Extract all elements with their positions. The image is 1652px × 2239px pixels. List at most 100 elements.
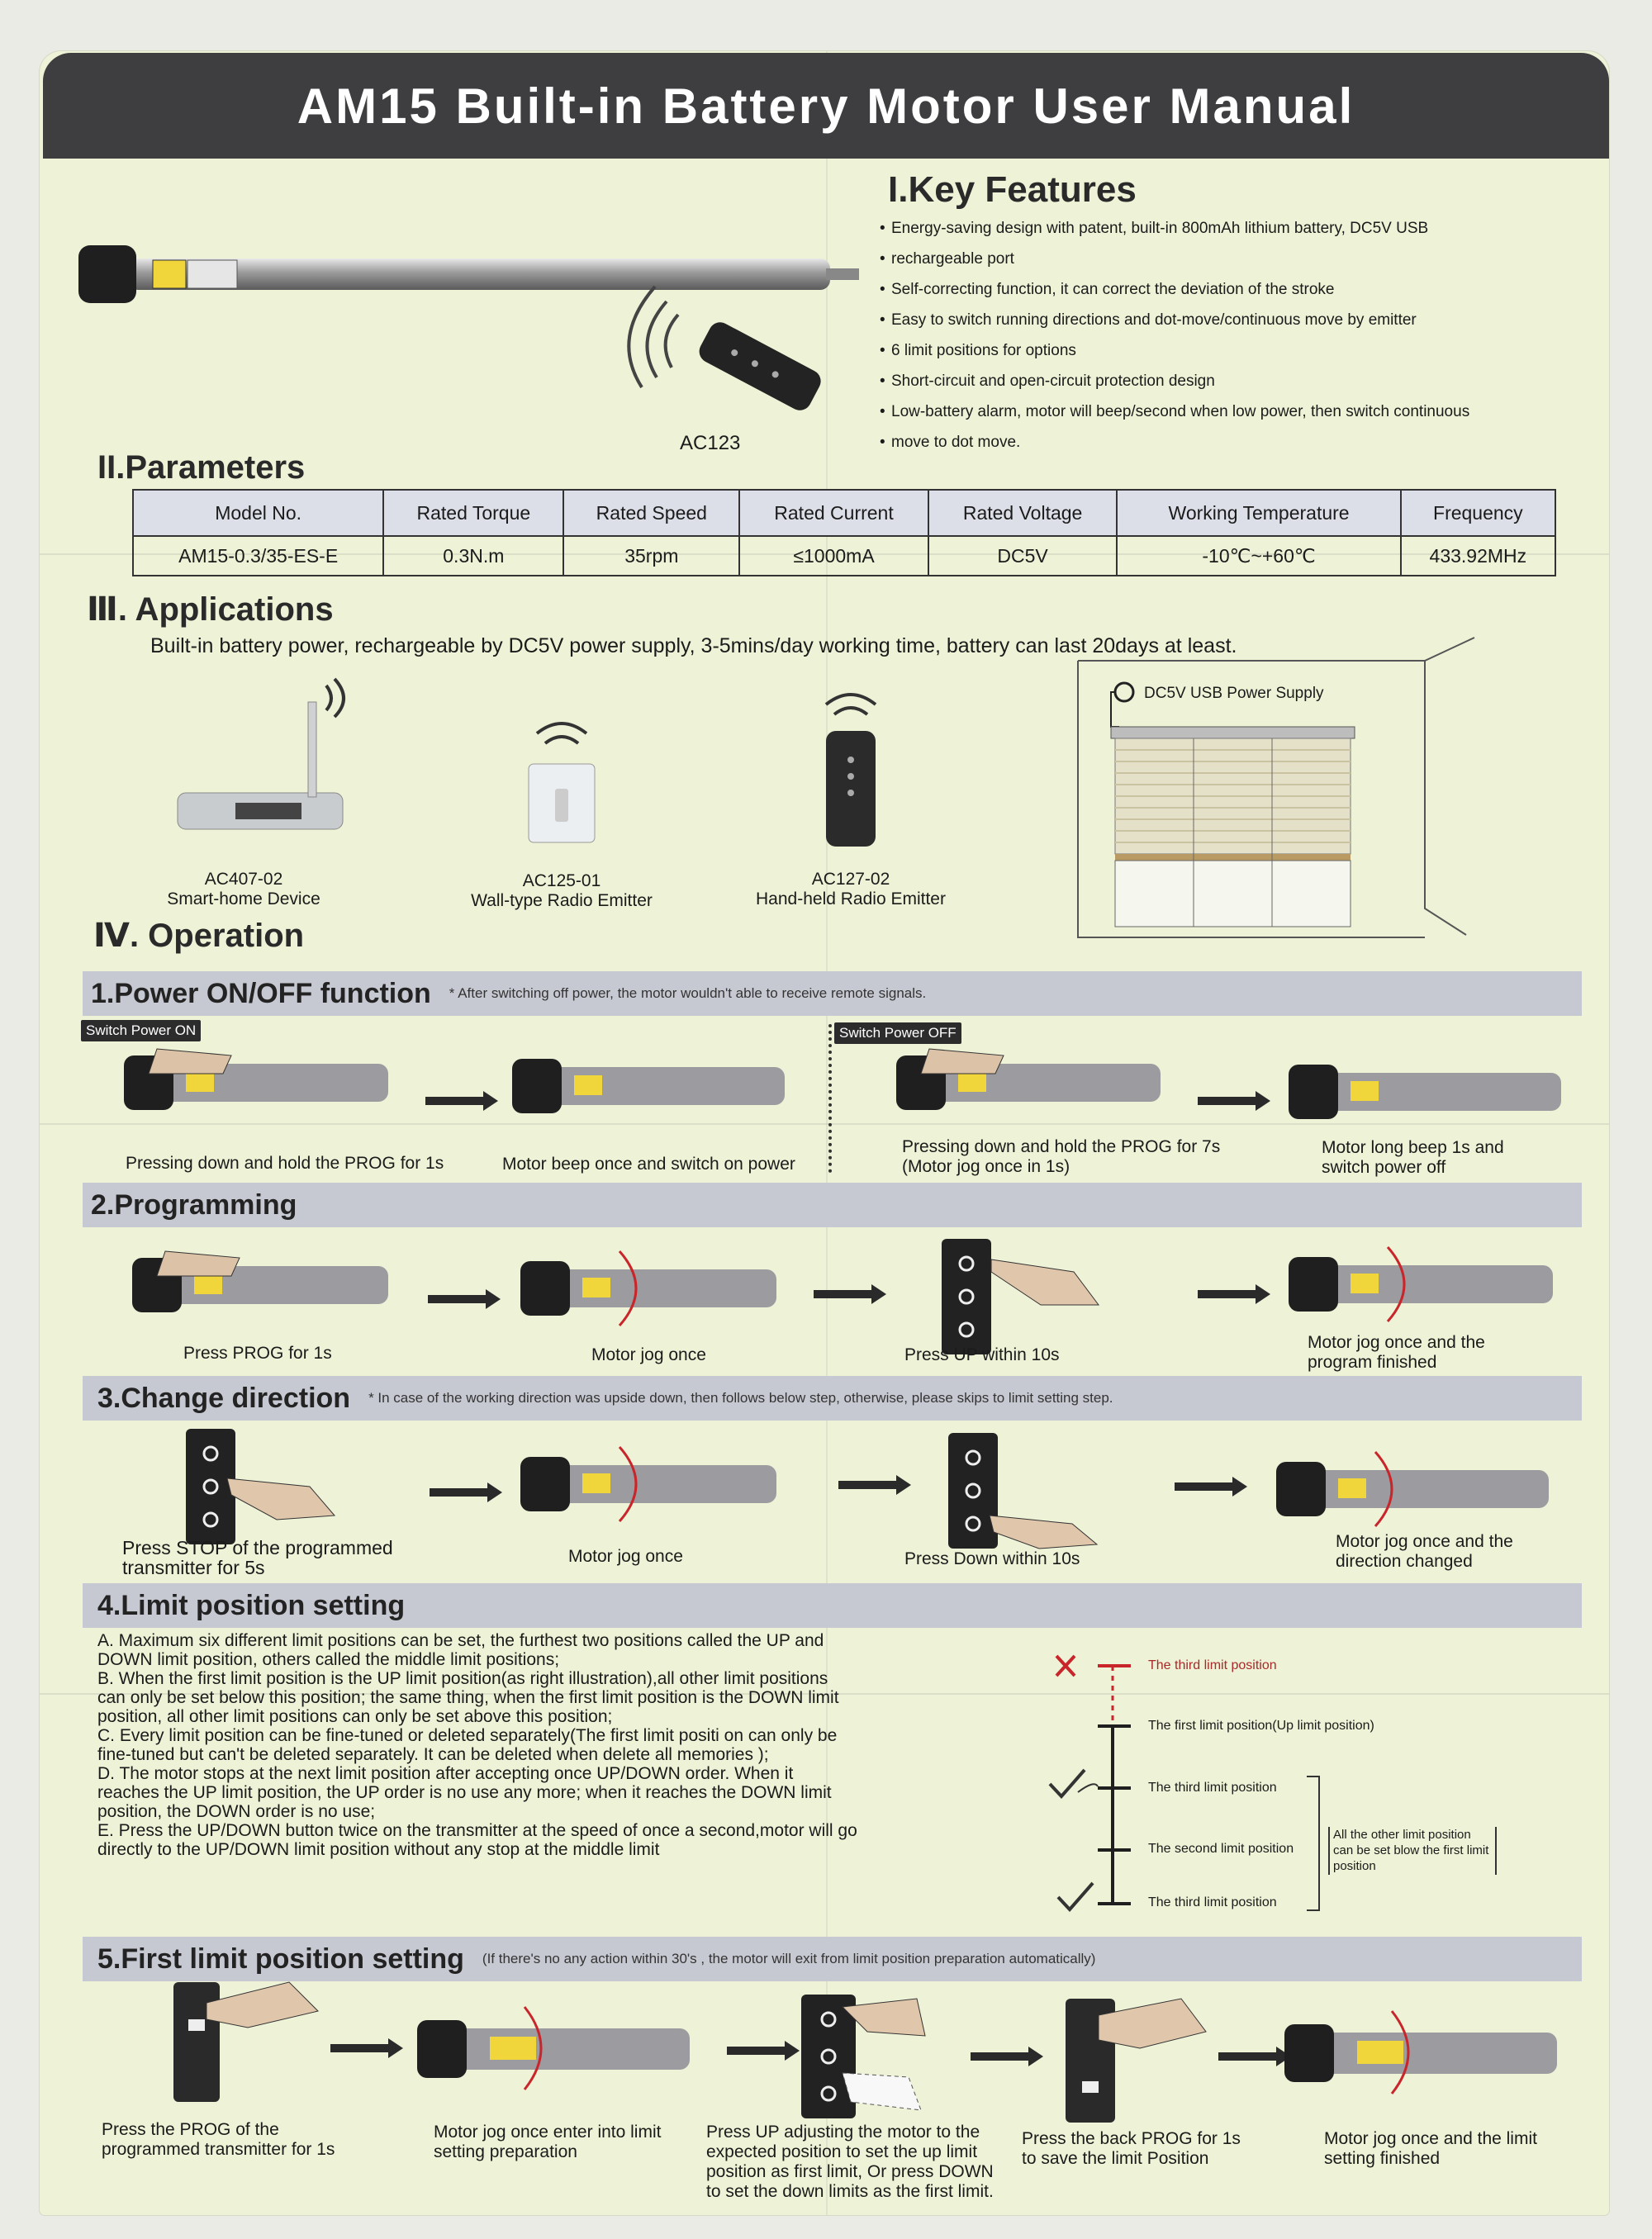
table-cell: 433.92MHz bbox=[1399, 535, 1557, 576]
feature-item: move to dot move. bbox=[880, 427, 1507, 458]
limit-label: The third limit position bbox=[1148, 1781, 1277, 1795]
step-arrow bbox=[838, 1475, 911, 1495]
power-supply-label: DC5V USB Power Supply bbox=[1144, 685, 1324, 702]
section-bar-first-limit: 5.First limit position setting (If there… bbox=[83, 1937, 1582, 1981]
step-arrow bbox=[430, 1482, 502, 1502]
step-caption: Motor jog once and the limit setting fin… bbox=[1324, 2129, 1537, 2168]
section-title: 1.Power ON/OFF function bbox=[91, 977, 431, 1009]
limit-rule: D. The motor stops at the next limit pos… bbox=[97, 1764, 832, 1821]
step-arrow bbox=[1198, 1284, 1270, 1304]
motor-jog-illustration bbox=[520, 1446, 776, 1522]
step-caption: Press Down within 10s bbox=[904, 1549, 1080, 1568]
table-cell: 35rpm bbox=[563, 535, 741, 576]
section-title: 2.Programming bbox=[91, 1188, 297, 1221]
section-bar-limit: 4.Limit position setting bbox=[83, 1583, 1582, 1628]
transmitter-up-illustration bbox=[942, 1239, 1099, 1354]
fold-line bbox=[40, 1123, 1609, 1125]
key-features-heading: I.Key Features bbox=[888, 169, 1137, 210]
section-note: * After switching off power, the motor w… bbox=[449, 985, 927, 1001]
section-title: 3.Change direction bbox=[97, 1382, 351, 1414]
window-blind-illustration bbox=[1077, 637, 1475, 938]
table-header: Rated Voltage bbox=[927, 489, 1118, 537]
limit-label: The second limit position bbox=[1148, 1842, 1294, 1856]
step-arrow bbox=[1218, 2047, 1291, 2066]
motor-press-illustration bbox=[124, 1048, 388, 1110]
device-caption: AC407-02 Smart-home Device bbox=[140, 870, 347, 909]
step-caption: Motor jog once bbox=[568, 1547, 683, 1566]
transmitter-down-illustration bbox=[948, 1433, 1099, 1549]
applications-description: Built-in battery power, rechargeable by … bbox=[150, 634, 1237, 657]
device-caption: AC125-01 Wall-type Radio Emitter bbox=[450, 871, 673, 911]
step-arrow bbox=[330, 2038, 403, 2058]
feature-item: 6 limit positions for options bbox=[880, 335, 1507, 366]
motor-press-illustration bbox=[132, 1250, 388, 1312]
step-arrow bbox=[971, 2047, 1043, 2066]
feature-item: Short-circuit and open-circuit protectio… bbox=[880, 366, 1507, 396]
step-arrow bbox=[425, 1091, 498, 1111]
motor-illustration bbox=[512, 1059, 785, 1113]
operation-heading: Ⅳ. Operation bbox=[93, 918, 305, 954]
step-arrow bbox=[814, 1284, 886, 1304]
step-arrow bbox=[1198, 1091, 1270, 1111]
key-features-list: Energy-saving design with patent, built-… bbox=[880, 213, 1507, 458]
transmitter-stop-illustration bbox=[186, 1429, 336, 1544]
section-bar-programming: 2.Programming bbox=[83, 1183, 1582, 1227]
step-arrow bbox=[727, 2041, 800, 2061]
motor-jog-illustration bbox=[520, 1250, 776, 1326]
step-caption: Motor jog once enter into limit setting … bbox=[434, 2123, 662, 2161]
step-caption: Press PROG for 1s bbox=[183, 1344, 332, 1363]
step-caption: Pressing down and hold the PROG for 7s (… bbox=[902, 1137, 1221, 1176]
step-caption: Motor jog once and the direction changed bbox=[1336, 1532, 1513, 1571]
motor-press-illustration bbox=[896, 1048, 1161, 1110]
feature-item: rechargeable port bbox=[880, 244, 1507, 274]
step-caption: Press the back PROG for 1s to save the l… bbox=[1022, 2129, 1241, 2168]
step-caption: Motor jog once and the program finished bbox=[1308, 1333, 1485, 1372]
step-caption: Motor jog once bbox=[591, 1345, 706, 1364]
section-note: (If there's no any action within 30's , … bbox=[482, 1951, 1096, 1966]
limit-label: The third limit position bbox=[1148, 1895, 1277, 1909]
step-caption: Press the PROG of the programmed transmi… bbox=[102, 2120, 335, 2159]
table-header: Rated Current bbox=[738, 489, 929, 537]
feature-item: Self-correcting function, it can correct… bbox=[880, 274, 1507, 305]
wall-emitter-icon bbox=[528, 722, 596, 843]
table-cell: ≤1000mA bbox=[738, 535, 929, 576]
device-caption: AC127-02 Hand-held Radio Emitter bbox=[735, 870, 966, 909]
limit-rule: E. Press the UP/DOWN button twice on the… bbox=[97, 1821, 857, 1859]
motor-jog-illustration bbox=[1276, 1451, 1549, 1527]
table-header: Working Temperature bbox=[1116, 489, 1402, 537]
section-note: * In case of the working direction was u… bbox=[368, 1390, 1113, 1406]
switch-power-on-tag: Switch Power ON bbox=[81, 1020, 202, 1041]
parameters-heading: II.Parameters bbox=[97, 449, 306, 486]
title-bar: AM15 Built-in Battery Motor User Manual bbox=[43, 53, 1609, 159]
device-model: AC407-02 bbox=[204, 870, 283, 889]
transmitter-up-illustration bbox=[801, 1995, 926, 2118]
table-header: Model No. bbox=[131, 489, 385, 537]
feature-item: Easy to switch running directions and do… bbox=[880, 305, 1507, 335]
step-caption: Motor long beep 1s and switch power off bbox=[1322, 1138, 1504, 1177]
device-name: Hand-held Radio Emitter bbox=[756, 889, 946, 908]
limit-label: The first limit position(Up limit positi… bbox=[1148, 1719, 1374, 1733]
step-caption: Pressing down and hold the PROG for 1s bbox=[126, 1154, 444, 1173]
transmitter-back-prog-illustration bbox=[1066, 1998, 1207, 2123]
manual-title: AM15 Built-in Battery Motor User Manual bbox=[297, 78, 1355, 134]
step-caption: Press UP adjusting the motor to the expe… bbox=[706, 2123, 994, 2201]
limit-rule: B. When the first limit position is the … bbox=[97, 1669, 839, 1726]
device-model: AC125-01 bbox=[522, 871, 601, 890]
table-header: Rated Speed bbox=[563, 489, 741, 537]
motor-illustration bbox=[1289, 1065, 1561, 1119]
limit-note-box: All the other limit position can be set … bbox=[1328, 1827, 1497, 1875]
step-caption: Press STOP of the programmed transmitter… bbox=[122, 1537, 393, 1578]
fold-line bbox=[40, 1693, 1609, 1695]
table-cell: -10℃~+60℃ bbox=[1116, 535, 1402, 576]
section-title: 4.Limit position setting bbox=[97, 1589, 406, 1621]
motor-tube-illustration bbox=[78, 245, 859, 303]
step-arrow bbox=[428, 1289, 501, 1309]
fold-line bbox=[826, 51, 828, 2215]
limit-rule: C. Every limit position can be fine-tune… bbox=[97, 1726, 838, 1764]
step-caption: Press UP within 10s bbox=[904, 1345, 1060, 1364]
limit-position-diagram bbox=[1048, 1654, 1131, 1912]
limit-note: All the other limit position can be set … bbox=[1333, 1828, 1489, 1873]
applications-heading: Ⅲ. Applications bbox=[87, 591, 334, 628]
feature-item: Energy-saving design with patent, built-… bbox=[880, 213, 1507, 244]
table-cell: DC5V bbox=[927, 535, 1118, 576]
